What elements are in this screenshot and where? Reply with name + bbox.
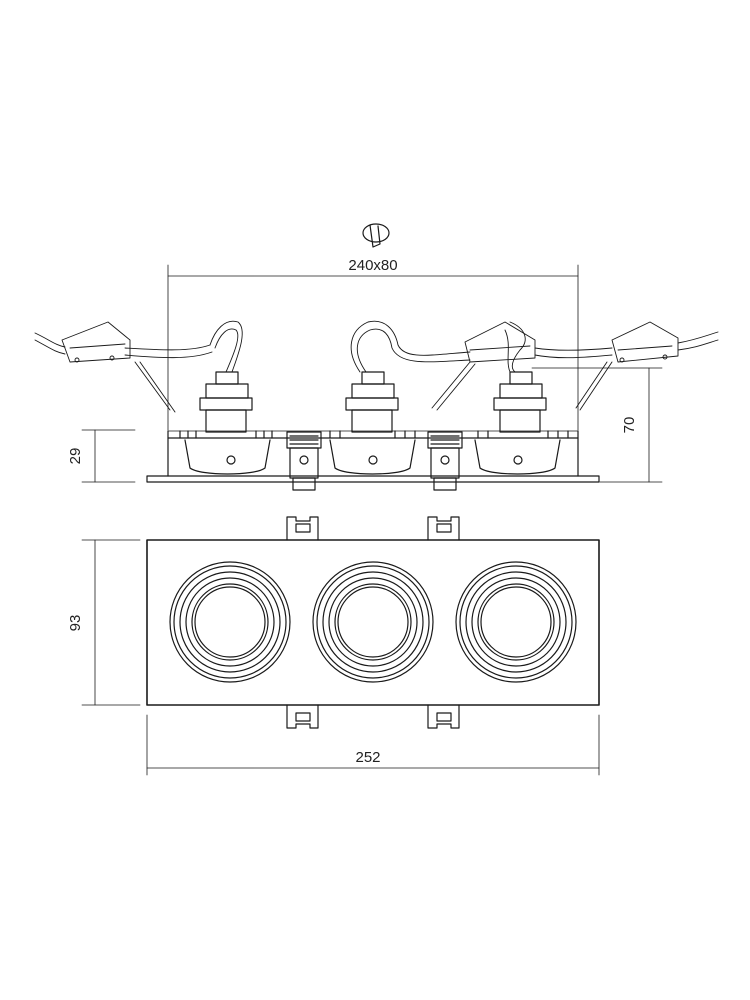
frame-top-view (146, 539, 600, 706)
cable-left (34, 320, 243, 413)
spring-clip-left-side (286, 431, 322, 491)
spring-clip-bottom-1 (286, 704, 319, 729)
spring-clip-bottom-2 (427, 704, 460, 729)
lamp-socket-right (493, 371, 547, 433)
spring-clip-top-1 (286, 516, 319, 541)
frame-width-dimension (146, 714, 600, 776)
cable-middle (350, 320, 471, 373)
spotlight-ring-middle (312, 561, 434, 683)
spotlight-ring-left (169, 561, 291, 683)
spotlight-ring-right (455, 561, 577, 683)
housing-side (146, 430, 600, 483)
cutout-symbol-icon (362, 223, 390, 248)
spring-clip-top-2 (427, 516, 460, 541)
cutout-dimension-label: 240x80 (348, 257, 397, 274)
height-small-dimension (81, 429, 136, 483)
cutout-dimension (167, 264, 579, 431)
lamp-socket-middle (345, 371, 399, 433)
spring-clip-right-side (427, 431, 463, 491)
cable-right (431, 321, 719, 411)
frame-height-dimension (81, 539, 141, 706)
height-large-dimension (531, 367, 663, 483)
height-small-label: 29 (67, 448, 84, 465)
frame-width-label: 252 (355, 749, 380, 766)
frame-height-label: 93 (67, 615, 84, 632)
height-large-label: 70 (621, 417, 638, 434)
lamp-socket-left (199, 371, 253, 433)
